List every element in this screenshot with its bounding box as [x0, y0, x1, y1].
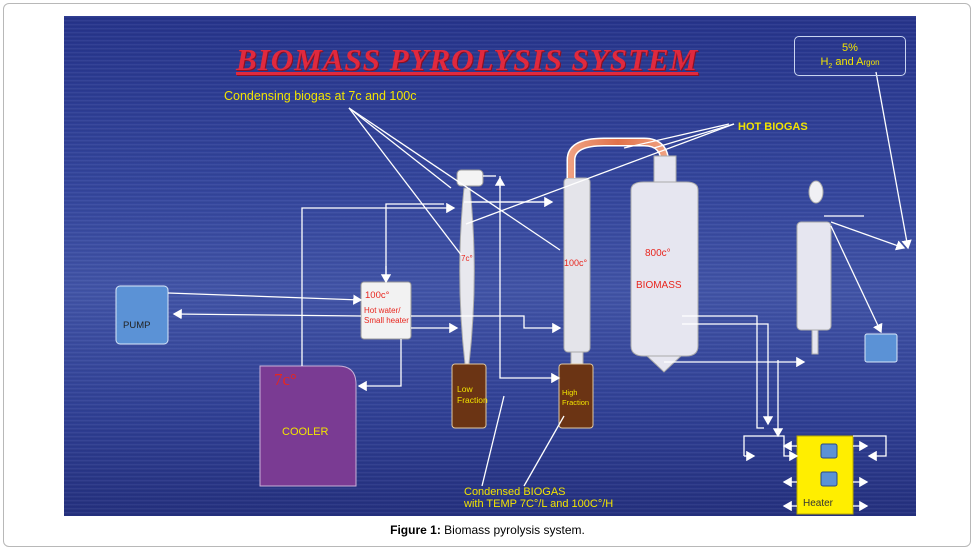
high-fraction-flask	[558, 363, 594, 429]
cooler-temp: 7c°	[274, 370, 297, 389]
hot-biogas-pipe	[568, 139, 668, 182]
cooler	[259, 365, 357, 487]
pump-label: PUMP	[123, 320, 151, 331]
gas-vessel	[796, 221, 832, 331]
condenser-7c-temp: 7c°	[461, 254, 473, 263]
reactor-label: BIOMASS	[636, 280, 682, 291]
cooler-label: COOLER	[282, 426, 329, 438]
gas-composition: H2 and Argon	[820, 56, 880, 71]
gas-tank	[864, 333, 898, 363]
low-fraction-label-1: Low	[457, 384, 473, 394]
reactor-temp: 800c°	[645, 248, 671, 259]
gas-percent: 5%	[842, 42, 858, 54]
label-condensed: Condensed BIOGAS	[464, 486, 566, 498]
gas-mixture-box: 5% H2 and Argon	[794, 36, 906, 76]
diagram-slide: BIOMASS PYROLYSIS SYSTEM 5% H2 and Argon…	[64, 16, 916, 516]
condenser-7c	[459, 187, 475, 365]
high-fraction-label-1: High	[562, 388, 578, 397]
heater-label: Heater	[803, 498, 834, 509]
small-heater-label-1: Hot water/	[364, 306, 401, 315]
small-heater-temp: 100c°	[365, 290, 390, 301]
diagram-title: BIOMASS PYROLYSIS SYSTEM	[236, 42, 699, 77]
reactor	[630, 181, 699, 357]
figure-caption: Figure 1: Biomass pyrolysis system.	[390, 523, 585, 537]
label-hot-biogas: HOT BIOGAS	[738, 121, 808, 133]
small-heater-label-2: Small heater	[364, 316, 409, 325]
low-fraction-flask	[451, 363, 487, 429]
high-fraction-label-2: Fraction	[562, 398, 590, 407]
diagram-drawing	[115, 71, 912, 515]
label-condensing: Condensing biogas at 7c and 100c	[224, 89, 417, 103]
condenser-100c-temp: 100c°	[564, 258, 588, 268]
condenser-top	[456, 169, 484, 187]
low-fraction-label-2: Fraction	[457, 395, 488, 405]
label-condensed-temp: with TEMP 7C°/L and 100C°/H	[464, 498, 614, 510]
pump	[115, 285, 169, 345]
